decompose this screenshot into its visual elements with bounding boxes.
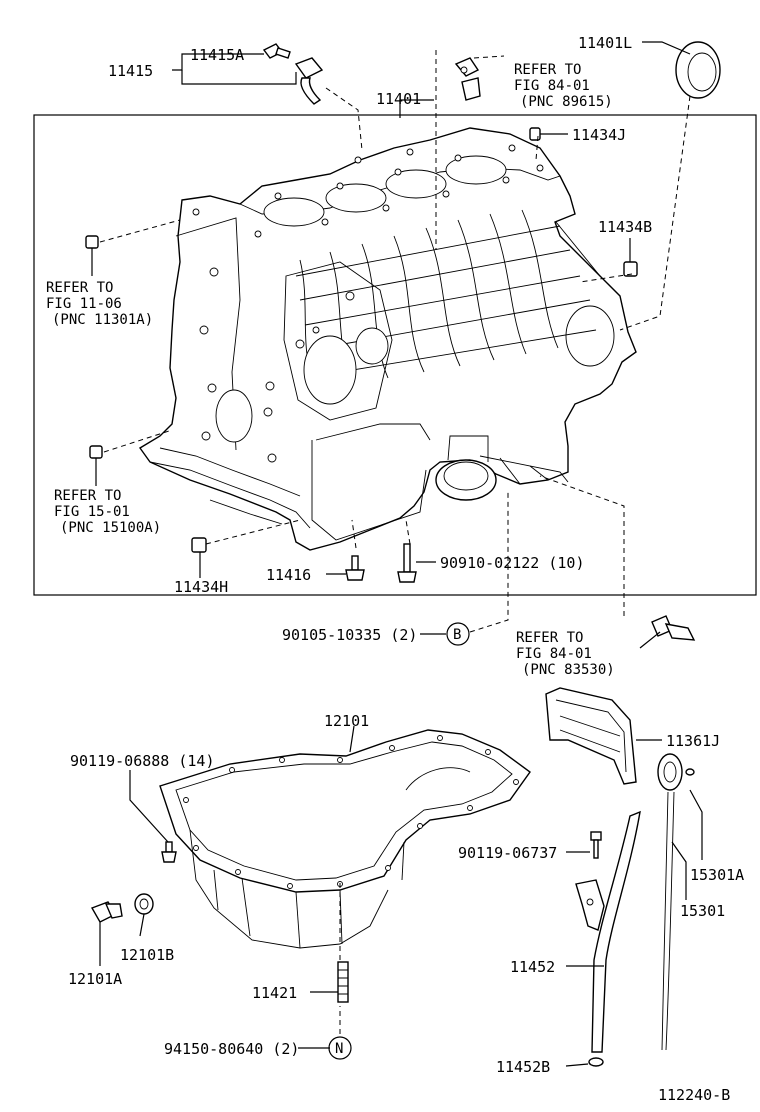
svg-text:(PNC 11301A): (PNC 11301A) [52,312,153,328]
oil-pressure-switch-drawing[interactable] [651,615,696,641]
svg-text:FIG 84-01: FIG 84-01 [514,78,590,94]
dipstick-15301-drawing[interactable] [657,753,683,1051]
ref-note-pnc-11301A[interactable]: REFER TO FIG 11-06 (PNC 11301A) [46,280,153,328]
label-11434H[interactable]: 11434H [174,578,228,596]
svg-text:REFER TO: REFER TO [46,280,113,296]
label-15301A[interactable]: 15301A [690,866,744,884]
label-12101B[interactable]: 12101B [120,946,174,964]
pipe-union-11415-drawing[interactable] [294,57,324,105]
svg-text:FIG 11-06: FIG 11-06 [46,296,122,312]
figure-id: 112240-B [658,1086,730,1104]
label-11421[interactable]: 11421 [252,984,297,1002]
pin-ref-11301A-drawing[interactable] [85,235,99,249]
label-12101A[interactable]: 12101A [68,970,122,988]
label-11434J[interactable]: 11434J [572,126,626,144]
svg-text:N: N [335,1041,343,1057]
label-12101[interactable]: 12101 [324,712,369,730]
label-15301[interactable]: 15301 [680,902,725,920]
dipstick-guide-11452-drawing[interactable] [575,810,641,1067]
pin-11434J-drawing[interactable] [529,127,541,141]
svg-text:(PNC 89615): (PNC 89615) [520,94,613,110]
ref-note-pnc-89615[interactable]: REFER TO FIG 84-01 (PNC 89615) [514,62,613,110]
label-11401[interactable]: 11401 [376,90,421,108]
seal-ring-11401L-drawing[interactable] [675,41,721,99]
o-ring-15301A-drawing[interactable] [685,768,695,776]
drain-plug-12101A-drawing[interactable] [90,901,123,923]
svg-text:FIG 84-01: FIG 84-01 [516,646,592,662]
knock-sensor-drawing[interactable] [454,57,481,101]
callout-b[interactable]: B [446,622,470,646]
svg-text:(PNC 83530): (PNC 83530) [522,662,615,678]
label-11452[interactable]: 11452 [510,958,555,976]
part-labels: 11415 11415A 11401 11401L 11434J 11434B … [68,34,744,1104]
pin-ref-15100A-drawing[interactable] [89,445,103,459]
leader-lines [91,41,703,1067]
label-94150-80640[interactable]: 94150-80640 (2) [164,1040,299,1058]
ref-note-pnc-15100A[interactable]: REFER TO FIG 15-01 (PNC 15100A) [54,488,161,536]
svg-text:(PNC 15100A): (PNC 15100A) [60,520,161,536]
oil-pan-12101-drawing[interactable] [159,729,531,949]
label-11434B[interactable]: 11434B [598,218,652,236]
bolt-11415A-drawing[interactable] [262,43,291,59]
callout-n[interactable]: N [328,1036,352,1060]
label-90105-10335[interactable]: 90105-10335 (2) [282,626,417,644]
label-90119-06888[interactable]: 90119-06888 (14) [70,752,215,770]
label-11415A[interactable]: 11415A [190,46,244,64]
svg-text:REFER TO: REFER TO [516,630,583,646]
stud-11421-drawing[interactable] [337,961,349,1003]
dashed-leaders [99,50,691,1034]
label-90119-06737[interactable]: 90119-06737 [458,844,557,862]
label-90910-02122[interactable]: 90910-02122 (10) [440,554,585,572]
svg-text:B: B [453,627,461,643]
svg-text:FIG 15-01: FIG 15-01 [54,504,130,520]
pin-11434H-drawing[interactable] [191,537,207,553]
label-11416[interactable]: 11416 [266,566,311,584]
svg-text:REFER TO: REFER TO [54,488,121,504]
label-11415[interactable]: 11415 [108,62,153,80]
bolt-11416-drawing[interactable] [345,555,365,581]
label-11452B[interactable]: 11452B [496,1058,550,1076]
label-11401L[interactable]: 11401L [578,34,632,52]
baffle-plate-11361J-drawing[interactable] [545,687,637,785]
bolt-90119-06888-drawing[interactable] [161,841,177,863]
gasket-12101B-drawing[interactable] [134,893,154,915]
svg-text:REFER TO: REFER TO [514,62,581,78]
bolt-90119-06737-drawing[interactable] [590,831,602,859]
cylinder-block-drawing[interactable] [138,127,637,551]
assembly-frame [33,114,757,596]
ref-note-pnc-83530[interactable]: REFER TO FIG 84-01 (PNC 83530) [516,630,615,678]
label-11361J[interactable]: 11361J [666,732,720,750]
stud-90910-drawing[interactable] [397,543,417,583]
